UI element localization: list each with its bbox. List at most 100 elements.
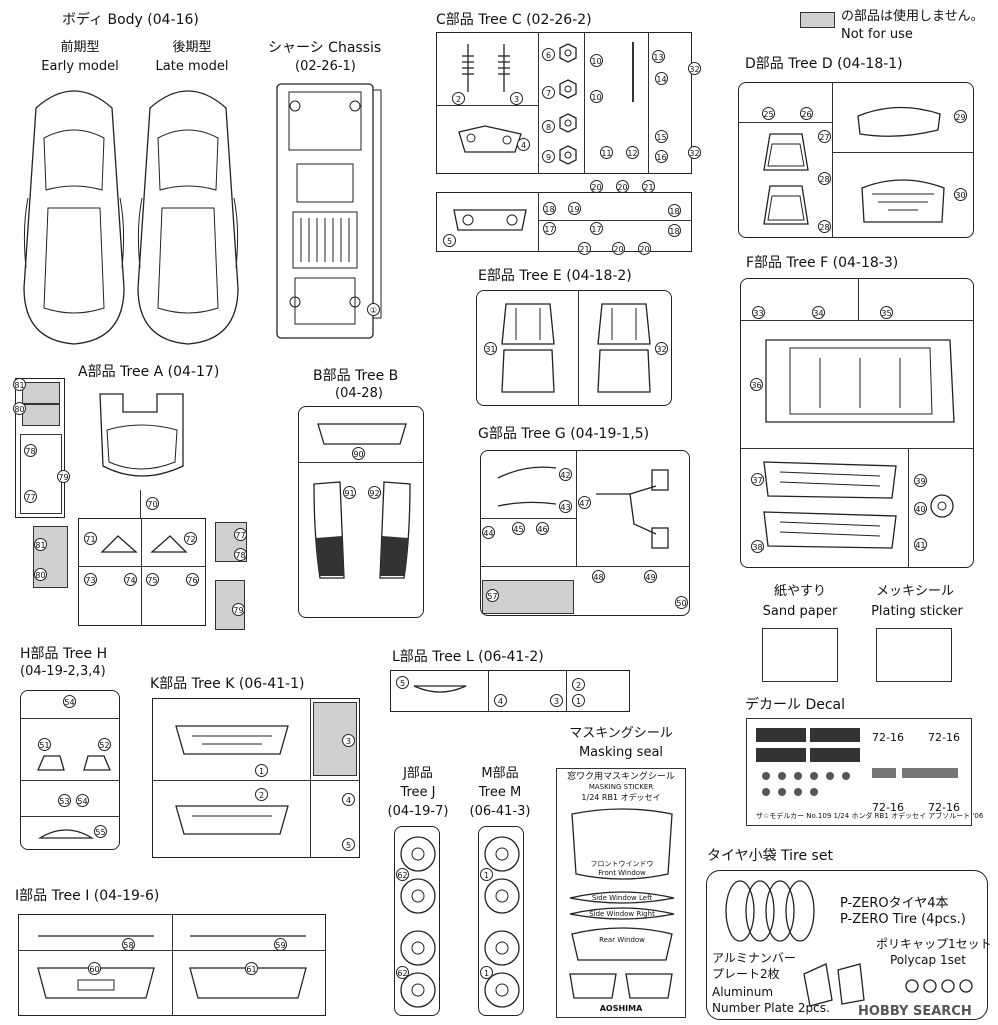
tree-g-num-45: 45: [512, 522, 525, 535]
tree-d-spoiler: [857, 106, 941, 137]
decal-plate-4: 72-16: [928, 801, 960, 814]
tree-d-runner: [738, 82, 974, 238]
tree-e-div: [578, 290, 580, 406]
tire-title: タイヤ小袋 Tire set: [707, 848, 833, 864]
tree-f-num-40: 40: [914, 502, 927, 515]
tree-k-num-5: 5: [342, 838, 355, 851]
tree-c-runner-bottom: [436, 192, 692, 252]
tree-c-num-18b: 18: [668, 204, 681, 217]
tree-c-div1: [538, 32, 540, 174]
tree-j-wheels: [400, 836, 436, 1008]
tree-k-div2: [152, 780, 310, 782]
sandpaper-jp: 紙やすり: [773, 584, 826, 599]
tree-g-div2: [480, 566, 690, 568]
tree-m-num-1b: 1: [480, 966, 493, 979]
decal-title: デカール Decal: [745, 697, 846, 713]
tree-k-num-2: 2: [255, 788, 268, 801]
tree-i-bumper-61: [189, 967, 307, 999]
tree-h-num-51: 51: [38, 738, 51, 751]
tree-f-num-35: 35: [880, 306, 893, 319]
tree-m-num-1: 1: [480, 868, 493, 881]
decal-sheet: [746, 718, 972, 826]
decal-plate-1: 72-16: [872, 731, 904, 744]
tree-g-num-50: 50: [675, 596, 688, 609]
tree-c-num-21: 21: [642, 180, 655, 193]
tree-d-div1: [832, 82, 834, 238]
tree-a-num-77b: 77: [234, 528, 247, 541]
tree-a-num-79: 79: [57, 470, 70, 483]
tree-c-num-4: 4: [517, 138, 530, 151]
tree-c-num-11: 11: [600, 146, 613, 159]
tree-f-div4: [858, 278, 860, 320]
tree-d-num-28: 28: [818, 172, 831, 185]
tree-a-num-70: 70: [146, 497, 159, 510]
tree-a-divider-h: [78, 566, 206, 568]
plating-box: [876, 628, 952, 682]
tree-d-num-25: 25: [762, 107, 775, 120]
tree-a-windshield: [99, 393, 184, 477]
tree-h-lamps: [37, 755, 111, 771]
tree-d-seat-bottom: [763, 185, 809, 225]
tree-g-num-57: 57: [486, 589, 499, 602]
tree-h-num-54b: 54: [76, 794, 89, 807]
tree-c-num-9: 9: [542, 150, 555, 163]
tree-g-num-47: 47: [578, 496, 591, 509]
tree-c-num-18: 18: [543, 202, 556, 215]
masking-rear-window: [571, 927, 673, 961]
masking-front-window: [571, 808, 673, 880]
tire-jp: P-ZEROタイヤ4本: [840, 896, 949, 911]
tree-b-part-90: [317, 423, 407, 445]
polycap-en: Polycap 1set: [890, 953, 966, 967]
tree-h-part-55: [37, 829, 95, 839]
tree-e-seat-31: [501, 303, 555, 393]
tree-a-num-78b: 78: [234, 548, 247, 561]
tree-b-divider: [298, 462, 424, 464]
tree-a-num-73: 73: [84, 573, 97, 586]
plate-en-1: Aluminum: [712, 985, 774, 999]
tree-f-num-37: 37: [751, 473, 764, 486]
tree-d-num-28b: 28: [818, 220, 831, 233]
body-late-drawing: [137, 90, 239, 345]
late-model-jp: 後期型: [172, 40, 212, 55]
tree-g-wiper-42: [497, 466, 557, 479]
plating-en: Plating sticker: [871, 604, 963, 619]
tree-h-num-52: 52: [98, 738, 111, 751]
tree-j-title: J部品: [403, 766, 433, 781]
masking-side-left-label: Side Window Left: [591, 894, 653, 902]
tree-c-num-5: 5: [443, 234, 456, 247]
tree-a-num-80: 80: [13, 402, 26, 415]
tree-c-crossmember: [453, 209, 527, 231]
tree-e-num-31: 31: [484, 342, 497, 355]
masking-side-window-left: [569, 891, 675, 904]
tree-d-dashboard: [861, 179, 945, 223]
tree-i-bumper-60: [37, 967, 155, 999]
tree-d-num-29: 29: [954, 110, 967, 123]
tree-g-num-46: 46: [536, 522, 549, 535]
tree-c-title: C部品 Tree C (02-26-2): [436, 12, 592, 28]
tree-c-shock-2: [462, 44, 474, 92]
tree-i-num-59: 59: [274, 938, 287, 951]
tree-b-num-91: 91: [343, 486, 356, 499]
tree-c-div2: [584, 32, 586, 174]
tree-l-num-5: 5: [396, 676, 409, 689]
early-model-en: Early model: [41, 59, 119, 74]
masking-sheet-jp: 窓ワク用マスキングシール: [567, 772, 675, 782]
tree-c-num-20d: 20: [638, 242, 651, 255]
tree-d-num-30: 30: [954, 188, 967, 201]
tree-g-num-49: 49: [644, 570, 657, 583]
tree-h-div2: [20, 780, 120, 782]
tree-k-num-1: 1: [255, 764, 268, 777]
tree-h-num-54: 54: [63, 695, 76, 708]
chassis-drawing: [276, 83, 382, 339]
masking-sheet-en: MASKING STICKER: [588, 783, 654, 791]
chassis-code: (02-26-1): [295, 59, 356, 74]
not-for-use-text-jp: の部品は使用しません。: [841, 9, 984, 24]
tree-c-num-8: 8: [542, 120, 555, 133]
tree-c-num-12: 12: [626, 146, 639, 159]
tree-a-title: A部品 Tree A (04-17): [78, 364, 220, 380]
tree-b-part-92: [379, 481, 411, 579]
tree-c-div4: [436, 105, 538, 107]
chassis-title: シャーシ Chassis: [268, 40, 382, 56]
tree-g-div1: [576, 450, 578, 566]
tree-f-div2: [740, 448, 974, 450]
